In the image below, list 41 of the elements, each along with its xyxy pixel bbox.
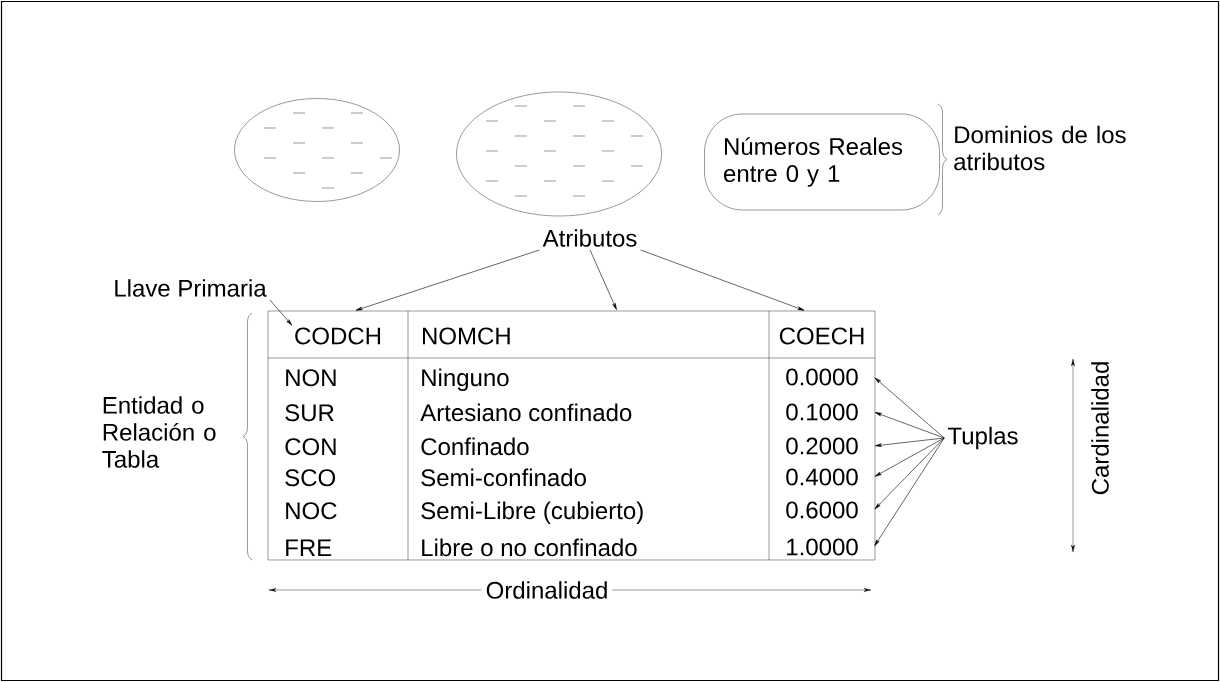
arrow bbox=[874, 412, 945, 439]
value-cell: 0.6000 bbox=[786, 501, 858, 519]
arrow bbox=[589, 249, 617, 310]
arrow bbox=[874, 437, 945, 477]
attribute-label: Atributos bbox=[542, 229, 637, 247]
header-cell: COECH bbox=[779, 327, 864, 345]
arrow bbox=[874, 377, 945, 439]
value-cell: 0.4000 bbox=[786, 468, 858, 486]
domain-blob bbox=[456, 91, 662, 217]
arrow bbox=[874, 437, 945, 510]
value-cell: 0.1000 bbox=[786, 403, 858, 421]
table-cell: NON bbox=[286, 369, 336, 387]
table-cell: Semi-confinado bbox=[421, 468, 586, 487]
table-cell: FRE bbox=[286, 539, 332, 556]
table-cell: NOC bbox=[286, 502, 337, 520]
tuple-label: Tuplas bbox=[947, 426, 1018, 450]
value-cell: 1.0000 bbox=[787, 538, 858, 556]
table-frame bbox=[267, 310, 876, 561]
table-cell: Artesiano confinado bbox=[420, 403, 632, 422]
value-cell: 0.2000 bbox=[786, 437, 858, 455]
arrow bbox=[874, 437, 945, 547]
value-cell: 0.0000 bbox=[786, 368, 858, 386]
table-cell: CON bbox=[285, 438, 336, 456]
arrow bbox=[875, 437, 945, 447]
table-cell: Libre o no confinado bbox=[422, 538, 637, 557]
table-cell: Ninguno bbox=[422, 368, 509, 391]
leader-line bbox=[269, 299, 293, 326]
arrow bbox=[355, 249, 540, 311]
table-cell: SCO bbox=[285, 469, 336, 487]
header-cell: NOMCH bbox=[423, 327, 510, 345]
annotation-text: Entidad o Relación o Tabla bbox=[102, 396, 216, 468]
table-cell: Semi-Libre (cubierto) bbox=[421, 501, 643, 524]
table-cell: SUR bbox=[285, 404, 334, 422]
header-cell: CODCH bbox=[295, 327, 381, 345]
table-cell: Confinado bbox=[421, 437, 529, 456]
axis-label: Cardinalidad bbox=[1091, 362, 1109, 495]
arrow bbox=[640, 249, 805, 311]
key-label: Llave Primaria bbox=[115, 279, 267, 297]
domain-blob bbox=[234, 98, 400, 202]
domain-blob: Números Reales entre 0 y 1 bbox=[704, 113, 940, 211]
axis-label: Ordinalidad bbox=[481, 577, 613, 603]
